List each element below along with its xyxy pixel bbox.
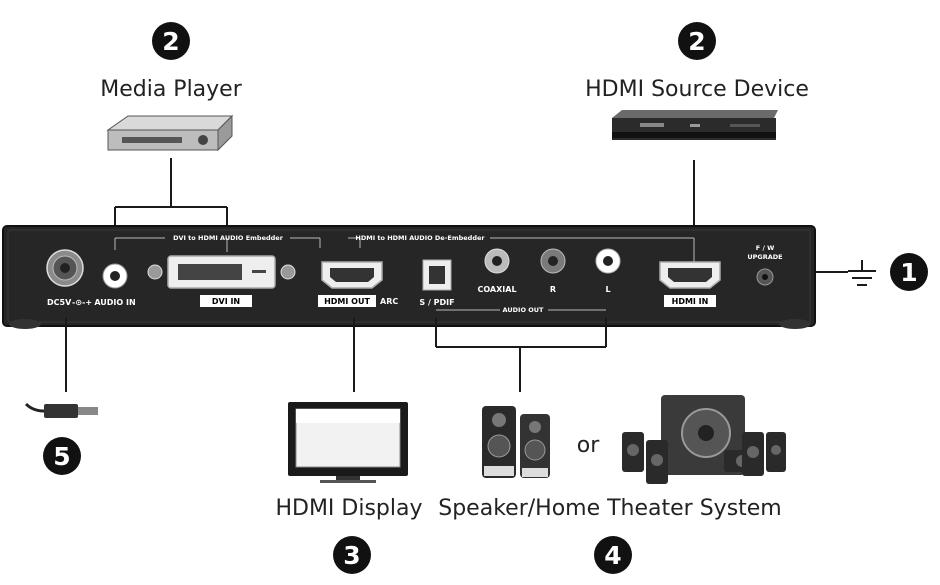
arc-label: ARC <box>380 297 398 306</box>
badge-ground: 1 <box>890 253 928 291</box>
home-theater-icon <box>622 395 786 484</box>
audio-r-port[interactable] <box>540 248 566 274</box>
badge-speaker: 4 <box>594 536 632 574</box>
svg-text:4: 4 <box>604 541 621 570</box>
hdmi-out-port[interactable] <box>321 261 383 289</box>
spdif-label: S / PDIF <box>419 298 454 307</box>
badge-power: 5 <box>43 437 81 475</box>
svg-text:2: 2 <box>162 27 179 56</box>
media-player-icon <box>106 114 234 152</box>
panel-section-lines <box>114 237 695 311</box>
audio-l-port[interactable] <box>595 248 621 274</box>
l-label: L <box>605 285 610 294</box>
hdmi-display-label: HDMI Display <box>275 496 422 521</box>
fw-upgrade-port[interactable] <box>756 268 774 286</box>
r-label: R <box>550 285 556 294</box>
audio-out-label: AUDIO OUT <box>503 306 545 314</box>
upgrade-label: UPGRADE <box>747 253 782 261</box>
hdmi-source-label: HDMI Source Device <box>585 77 809 102</box>
hdmi-in-label: HDMI IN <box>672 297 709 306</box>
badge-media-player: 2 <box>152 22 190 60</box>
badge-hdmi-display: 3 <box>333 536 371 574</box>
coaxial-label: COAXIAL <box>477 285 516 294</box>
or-text: or <box>577 433 600 458</box>
svg-text:2: 2 <box>688 27 705 56</box>
hdmi-in-port[interactable] <box>659 261 721 289</box>
hdmi-out-label: HDMI OUT <box>324 297 370 306</box>
dvi-in-port[interactable] <box>147 255 296 289</box>
spdif-port[interactable] <box>422 259 452 291</box>
audio-in-label: AUDIO IN <box>94 298 135 307</box>
ground-icon <box>815 260 876 286</box>
dvd-player-icon <box>612 110 778 140</box>
power-plug-icon <box>24 402 98 418</box>
tv-icon <box>288 402 408 483</box>
dc-polarity-icon: -⊙-+ <box>72 298 92 307</box>
fw-label: F / W <box>756 244 775 252</box>
speaker-label: Speaker/Home Theater System <box>438 496 782 521</box>
dvi-embedder-label: DVI to HDMI AUDIO Embedder <box>173 234 284 242</box>
svg-text:5: 5 <box>53 442 70 471</box>
dc-power-port[interactable] <box>46 249 84 287</box>
dvi-in-label: DVI IN <box>212 297 240 306</box>
stereo-speakers-icon <box>482 406 550 478</box>
coaxial-port[interactable] <box>484 248 510 274</box>
hdmi-deembedder-label: HDMI to HDMI AUDIO De-Embedder <box>355 234 485 242</box>
svg-text:3: 3 <box>343 541 360 570</box>
dc5v-label: DC5V <box>47 298 72 307</box>
svg-text:1: 1 <box>900 258 917 287</box>
audio-in-port[interactable] <box>102 263 128 289</box>
badge-hdmi-source: 2 <box>678 22 716 60</box>
media-player-label: Media Player <box>100 77 242 102</box>
audio-out-cable <box>435 318 607 392</box>
